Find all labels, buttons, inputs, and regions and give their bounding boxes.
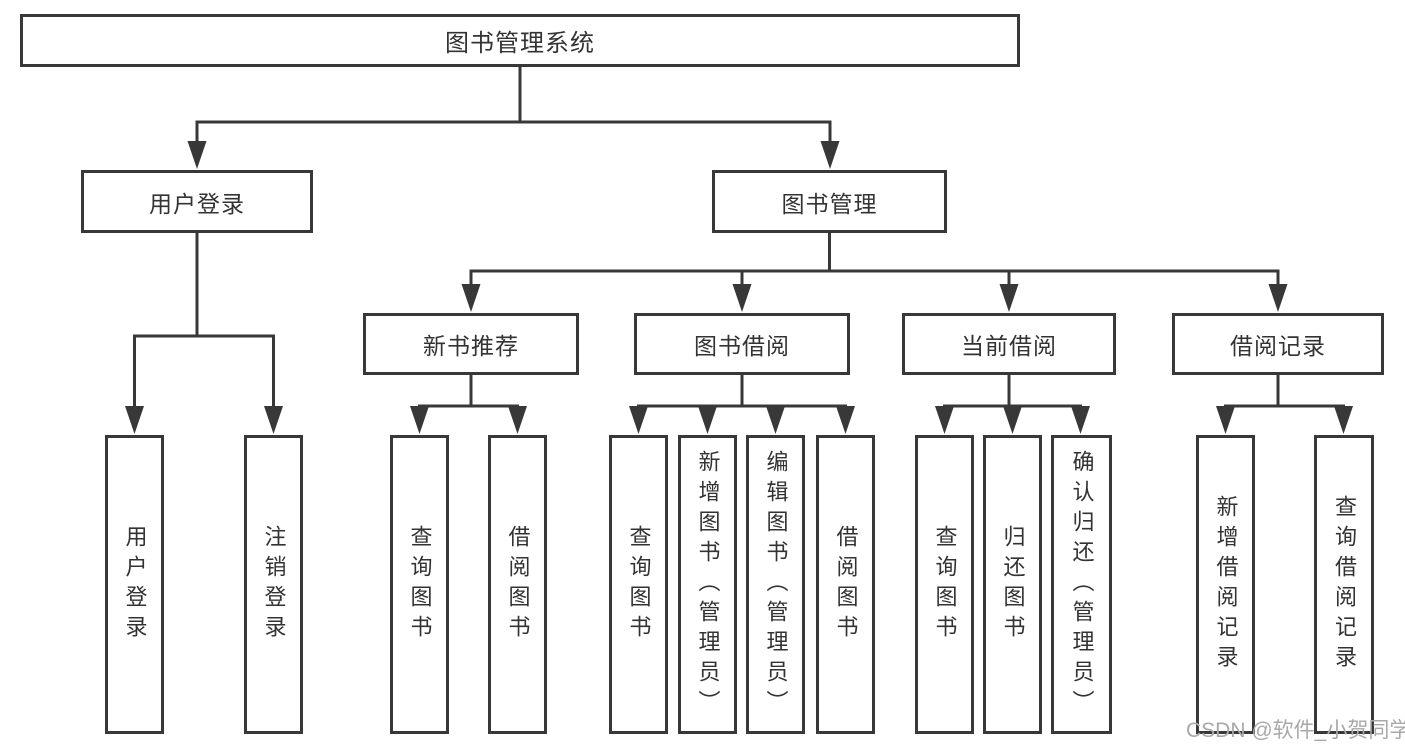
node-edit-books-admin-label: 编辑图书（管理员） bbox=[763, 449, 789, 720]
node-borrowing-records-label: 借阅记录 bbox=[1230, 333, 1326, 359]
node-borrow-books-1-label: 借阅图书 bbox=[505, 524, 531, 645]
node-confirm-return-admin: 确认归还（管理员） bbox=[1051, 435, 1112, 734]
node-confirm-return-admin-label: 确认归还（管理员） bbox=[1069, 449, 1095, 720]
node-query-books-2: 查询图书 bbox=[609, 435, 668, 734]
node-logout: 注销登录 bbox=[244, 435, 303, 734]
node-book-borrowing: 图书借阅 bbox=[634, 313, 850, 375]
node-borrow-books-2: 借阅图书 bbox=[816, 435, 875, 734]
node-book-borrowing-label: 图书借阅 bbox=[694, 333, 790, 359]
node-borrowing-records: 借阅记录 bbox=[1172, 313, 1384, 375]
node-user-login-label: 用户登录 bbox=[122, 524, 148, 645]
connector-newbook-to-leaves bbox=[410, 375, 527, 434]
node-current-borrowing-label: 当前借阅 bbox=[961, 333, 1057, 359]
connector-userlogin-to-leaves bbox=[125, 233, 283, 434]
node-add-borrow-record-label: 新增借阅记录 bbox=[1213, 494, 1239, 675]
node-book-management: 图书管理 bbox=[712, 170, 947, 233]
node-query-borrow-record-label: 查询借阅记录 bbox=[1332, 494, 1357, 675]
connector-current-to-leaves bbox=[935, 375, 1090, 434]
node-user-login-group: 用户登录 bbox=[81, 170, 313, 233]
node-return-books-label: 归还图书 bbox=[1000, 524, 1026, 645]
node-query-books-3-label: 查询图书 bbox=[932, 524, 958, 645]
node-query-books-2-label: 查询图书 bbox=[626, 524, 652, 645]
node-borrow-books-2-label: 借阅图书 bbox=[833, 524, 859, 645]
node-query-books-3: 查询图书 bbox=[915, 435, 974, 734]
node-add-books-admin: 新增图书（管理员） bbox=[678, 435, 737, 734]
node-library-system-label: 图书管理系统 bbox=[445, 30, 595, 57]
watermark: CSDN @软件_小贺同学 bbox=[1186, 719, 1405, 742]
node-query-borrow-record: 查询借阅记录 bbox=[1314, 435, 1374, 734]
node-book-management-label: 图书管理 bbox=[781, 190, 878, 217]
node-user-login: 用户登录 bbox=[105, 435, 164, 734]
node-new-book-recommend: 新书推荐 bbox=[363, 313, 579, 375]
node-new-book-recommend-label: 新书推荐 bbox=[423, 333, 519, 359]
node-query-books-1-label: 查询图书 bbox=[407, 524, 433, 645]
node-add-books-admin-label: 新增图书（管理员） bbox=[695, 449, 721, 720]
node-user-login-group-label: 用户登录 bbox=[149, 190, 245, 217]
node-library-system: 图书管理系统 bbox=[20, 14, 1020, 67]
node-logout-label: 注销登录 bbox=[261, 524, 287, 645]
connector-borrowing-to-leaves bbox=[629, 375, 855, 434]
node-current-borrowing: 当前借阅 bbox=[902, 313, 1116, 375]
connector-records-to-leaves bbox=[1216, 375, 1353, 434]
connector-root-to-level2 bbox=[187, 67, 840, 169]
node-return-books: 归还图书 bbox=[983, 435, 1042, 734]
node-query-books-1: 查询图书 bbox=[390, 435, 449, 734]
node-borrow-books-1: 借阅图书 bbox=[488, 435, 547, 734]
node-add-borrow-record: 新增借阅记录 bbox=[1196, 435, 1255, 734]
node-edit-books-admin: 编辑图书（管理员） bbox=[746, 435, 805, 734]
connector-bookmgmt-to-level3 bbox=[461, 233, 1288, 312]
